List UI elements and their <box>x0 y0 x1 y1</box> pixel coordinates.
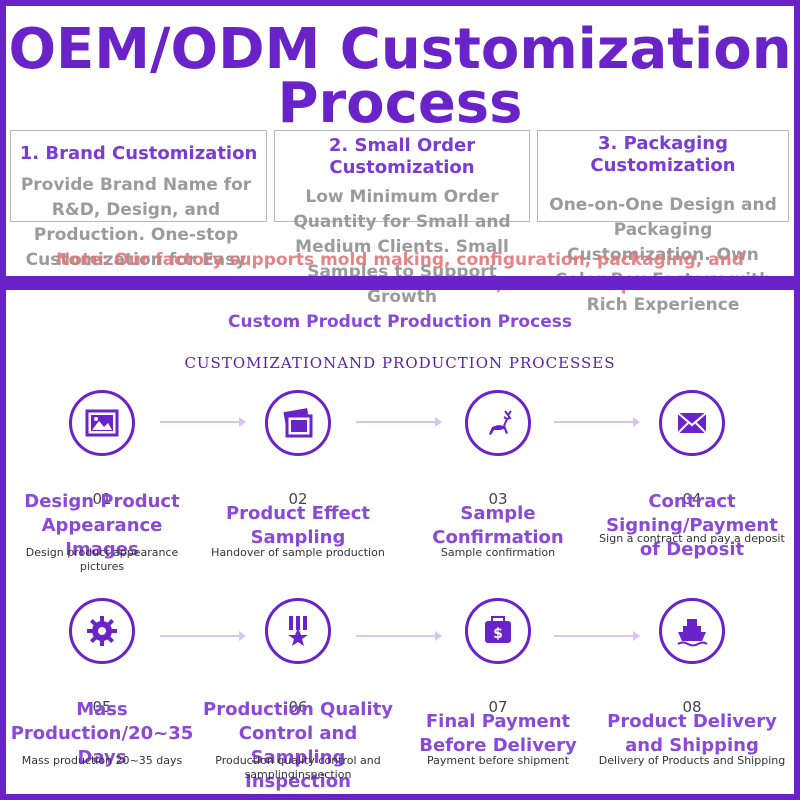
deer-icon <box>465 390 531 456</box>
step-04: 04 Contract Signing/Payment of Deposit S… <box>597 390 787 580</box>
step-desc: Design product appearance pictures <box>25 546 179 573</box>
step-number: 02 <box>288 490 308 508</box>
step-desc: Payment before shipment <box>426 754 570 767</box>
box-heading: 2. Small Order Customization <box>328 135 476 178</box>
svg-text:$: $ <box>493 626 503 642</box>
page-title-line1: OEM/ODM Customization <box>8 17 792 82</box>
ship-icon <box>659 598 725 664</box>
step-title: Product Delivery and Shipping <box>607 711 777 756</box>
divider-band <box>6 276 794 290</box>
step-title: Production Quality Control and Sampling … <box>203 699 393 792</box>
step-number: 01 <box>92 490 112 508</box>
image-icon <box>69 390 135 456</box>
medal-icon <box>265 598 331 664</box>
step-desc: Sign a contract and pay a deposit <box>599 532 785 545</box>
step-03: 03 Sample Confirmation Sample confirmati… <box>403 390 593 580</box>
step-08: 08 Product Delivery and Shipping Deliver… <box>597 598 787 788</box>
process-subtitle: CUSTOMIZATIONAND PRODUCTION PROCESSES <box>184 354 616 372</box>
small-order-customization-box: 2. Small Order Customization Low Minimum… <box>274 130 530 307</box>
process-title: Custom Product Production Process <box>228 312 572 332</box>
step-desc: Sample confirmation <box>440 546 556 559</box>
step-desc: Delivery of Products and Shipping <box>598 754 786 767</box>
arrow <box>356 631 442 641</box>
arrow <box>160 417 246 427</box>
box-heading: 1. Brand Customization <box>19 143 258 164</box>
step-number: 03 <box>488 490 508 508</box>
step-title: Final Payment Before Delivery <box>419 711 577 756</box>
step-desc: Handover of sample production <box>211 546 385 559</box>
step-number: 07 <box>488 698 508 716</box>
step-07: $ 07 Final Payment Before Delivery Payme… <box>403 598 593 788</box>
step-06: 06 Production Quality Control and Sampli… <box>203 598 393 792</box>
arrow <box>356 417 442 427</box>
header-area <box>6 6 794 276</box>
step-title: Design Product Appearance Images <box>24 491 180 560</box>
step-02: 02 Product Effect Sampling Handover of s… <box>203 390 393 580</box>
envelope-icon <box>659 390 725 456</box>
step-number: 05 <box>92 698 112 716</box>
step-title: Mass Production/20~35 Days <box>10 699 194 768</box>
step-desc: Production quality control and samplingi… <box>215 754 381 781</box>
page-title-line2: Process <box>277 71 523 136</box>
gear-icon <box>69 598 135 664</box>
step-number: 08 <box>682 698 702 716</box>
factory-note: Note: Our factory supports mold making, … <box>56 250 744 295</box>
step-number: 04 <box>682 490 702 508</box>
step-01: 01 Design Product Appearance Images Desi… <box>7 390 197 580</box>
box-heading: 3. Packaging Customization <box>590 133 736 176</box>
brand-customization-box: 1. Brand Customization Provide Brand Nam… <box>10 130 267 295</box>
arrow <box>160 631 246 641</box>
photos-icon <box>265 390 331 456</box>
packaging-customization-box: 3. Packaging Customization One-on-One De… <box>537 130 789 315</box>
box-body: Low Minimum Order Quantity for Small and… <box>293 187 511 307</box>
arrow <box>554 631 640 641</box>
arrow <box>554 417 640 427</box>
step-desc: Mass production 20~35 days <box>21 754 183 767</box>
step-number: 06 <box>288 698 308 716</box>
step-title: Contract Signing/Payment of Deposit <box>606 491 778 560</box>
step-title: Product Effect Sampling <box>225 503 371 548</box>
step-title: Sample Confirmation <box>432 503 564 548</box>
step-05: 05 Mass Production/20~35 Days Mass produ… <box>7 598 197 788</box>
payment-icon: $ <box>465 598 531 664</box>
